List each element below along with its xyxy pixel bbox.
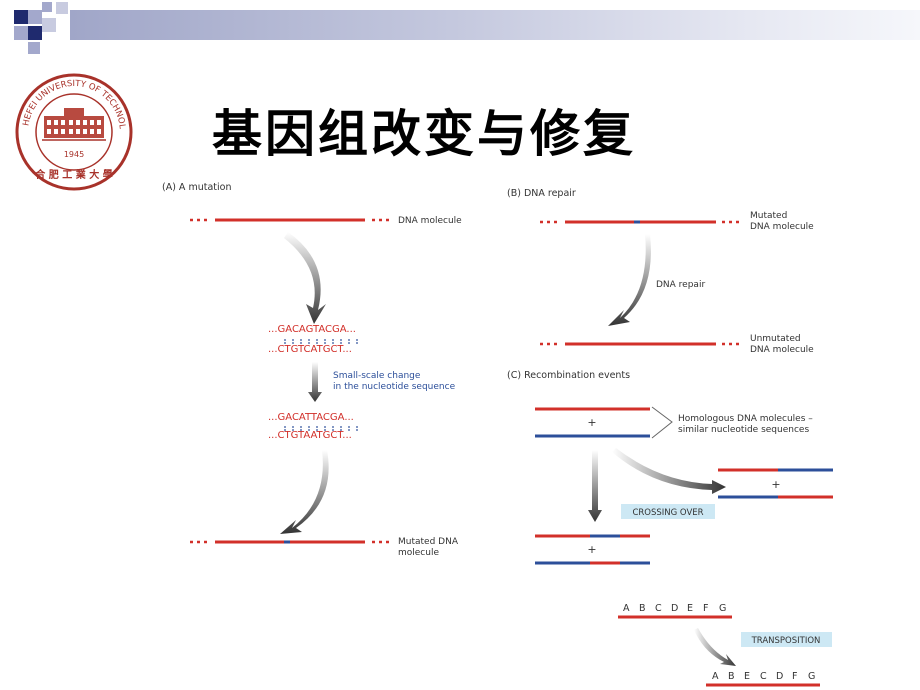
letter-before: F bbox=[703, 603, 708, 614]
sequence-bottom-1: ...CTGTCATGCT... bbox=[268, 344, 352, 355]
letters-before: A B C D E F G bbox=[623, 603, 726, 614]
base-pair-dots-2 bbox=[284, 426, 358, 431]
dna-molecule-label-a: DNA molecule bbox=[398, 216, 462, 226]
university-logo: HEFEI UNIVERSITY OF TECHNOLOGY 1945 合 肥 … bbox=[14, 72, 133, 191]
decor-square-dark-1 bbox=[14, 10, 28, 24]
letter-after: D bbox=[776, 671, 783, 682]
logo-building-icon bbox=[44, 116, 104, 138]
crossover-product-right bbox=[718, 468, 833, 499]
curved-arrow-transposition bbox=[694, 628, 736, 666]
letter-after: E bbox=[744, 671, 750, 682]
letter-before: D bbox=[671, 603, 678, 614]
base-pair-dots-1 bbox=[284, 339, 358, 344]
plus-sign-1: + bbox=[587, 416, 596, 429]
curved-arrow-b bbox=[608, 234, 651, 326]
genome-change-figure: (A) A mutation DNA molecule ...GACAGTACG… bbox=[162, 182, 833, 687]
letter-after: F bbox=[792, 671, 797, 682]
b-unmutated-line1: Unmutated bbox=[750, 334, 801, 344]
b-mutated-line1: Mutated bbox=[750, 211, 787, 221]
mutated-label-line2: molecule bbox=[398, 548, 439, 558]
letter-after: A bbox=[712, 671, 719, 682]
transposition-label: TRANSPOSITION bbox=[751, 636, 821, 646]
crossing-over-box bbox=[621, 504, 715, 519]
transposition-box bbox=[741, 632, 832, 647]
logo-motto: 合 肥 工 業 大 學 bbox=[34, 168, 112, 181]
decor-square-light-2 bbox=[42, 2, 52, 12]
sequence-top-1: ...GACAGTACGA... bbox=[268, 324, 356, 335]
letter-before: E bbox=[687, 603, 693, 614]
straight-arrow-c bbox=[588, 450, 602, 522]
header-gradient-bar bbox=[70, 10, 920, 40]
logo-year: 1945 bbox=[64, 150, 84, 159]
homologous-line2: similar nucleotide sequences bbox=[678, 425, 809, 435]
change-label-line1: Small-scale change bbox=[333, 371, 421, 381]
panel-a-label: (A) A mutation bbox=[162, 182, 231, 193]
letter-before: C bbox=[655, 603, 662, 614]
change-label-line2: in the nucleotide sequence bbox=[333, 382, 456, 392]
plus-sign-2: + bbox=[771, 478, 780, 491]
sequence-bottom-2: ...CTGTAATGCT... bbox=[268, 430, 352, 441]
curved-arrow-a2 bbox=[280, 450, 329, 534]
bracket-homologous bbox=[651, 406, 673, 439]
decor-square-light-1 bbox=[28, 10, 42, 24]
curved-arrow-c bbox=[612, 448, 726, 494]
letter-after: B bbox=[728, 671, 735, 682]
letters-after: A B E C D F G bbox=[712, 671, 815, 682]
letter-after: C bbox=[760, 671, 767, 682]
letter-before: B bbox=[639, 603, 646, 614]
b-unmutated-line2: DNA molecule bbox=[750, 345, 814, 355]
plus-sign-3: + bbox=[587, 543, 596, 556]
mutated-label-line1: Mutated DNA bbox=[398, 537, 459, 547]
homologous-pair bbox=[535, 407, 650, 438]
panel-b-label: (B) DNA repair bbox=[507, 188, 576, 199]
decor-square-dark-2 bbox=[28, 26, 42, 40]
letter-before: G bbox=[719, 603, 726, 614]
dna-repair-label: DNA repair bbox=[656, 280, 705, 290]
decor-square-light-3 bbox=[56, 2, 68, 14]
crossover-product-bottom bbox=[535, 534, 650, 565]
homologous-line1: Homologous DNA molecules – bbox=[678, 414, 813, 424]
page-title: 基因组改变与修复 bbox=[212, 105, 636, 163]
curved-arrow-a1 bbox=[284, 232, 326, 324]
panel-c-label: (C) Recombination events bbox=[507, 370, 630, 381]
decor-square-light-6 bbox=[28, 42, 40, 54]
letter-after: G bbox=[808, 671, 815, 682]
crossing-over-label: CROSSING OVER bbox=[632, 508, 703, 518]
decor-square-light-4 bbox=[14, 26, 28, 40]
decor-square-light-5 bbox=[42, 18, 56, 32]
sequence-top-2: ...GACATTACGA... bbox=[268, 412, 354, 423]
straight-arrow-a bbox=[308, 362, 322, 402]
b-mutated-line2: DNA molecule bbox=[750, 222, 814, 232]
letter-before: A bbox=[623, 603, 630, 614]
